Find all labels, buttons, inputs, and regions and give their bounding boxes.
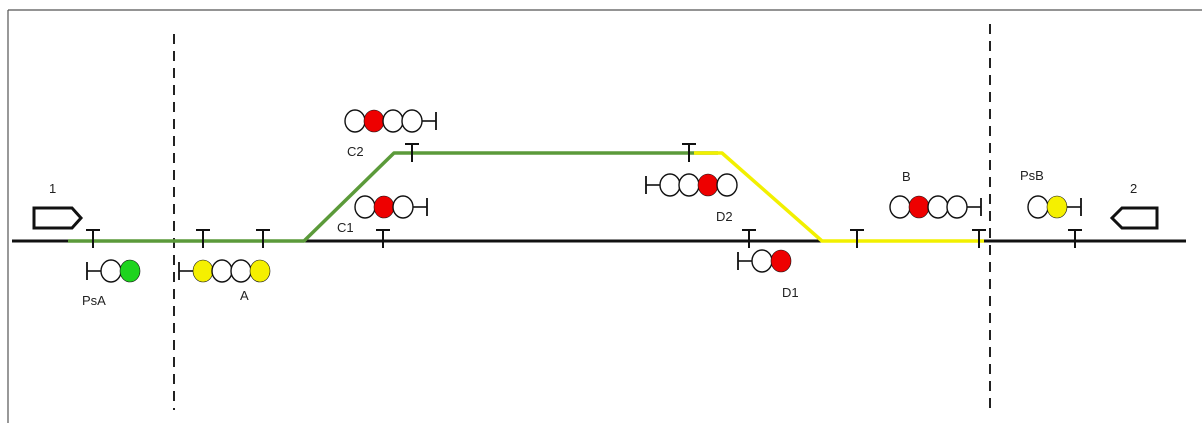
- track-label-right: 2: [1130, 181, 1137, 196]
- signal-label: A: [240, 288, 249, 303]
- station-boundary-lines: [173, 24, 991, 414]
- signal-lamp-off: [1027, 195, 1049, 219]
- signal-psa: PsA: [82, 259, 141, 308]
- signal-head: [645, 173, 738, 197]
- signal-lamp-off: [354, 195, 376, 219]
- signal-lamp-off: [659, 173, 681, 197]
- signal-lamp-green: [119, 259, 141, 283]
- signal-d1: D1: [737, 249, 799, 300]
- signal-d2: D2: [645, 173, 738, 224]
- signal-post: [645, 176, 660, 194]
- signal-head: [737, 249, 792, 273]
- joint-marker: [972, 229, 986, 248]
- direction-arrow-left-icon: [1109, 206, 1159, 230]
- signal-lamp-red: [373, 195, 395, 219]
- joint-marker: [682, 143, 696, 162]
- signal-lamp-red: [363, 109, 385, 133]
- joint-marker: [256, 229, 270, 248]
- joint-marker: [405, 143, 419, 162]
- signal-post: [422, 112, 437, 130]
- signal-psb: PsB: [1020, 168, 1082, 219]
- signal-head: [354, 195, 428, 219]
- signal-head: [344, 109, 437, 133]
- signal-lamp-off: [230, 259, 252, 283]
- signal-lamp-off: [401, 109, 423, 133]
- joint-marker: [196, 229, 210, 248]
- signal-lamp-off: [211, 259, 233, 283]
- signal-label: D1: [782, 285, 799, 300]
- signal-post: [967, 198, 982, 216]
- signal-lamp-red: [697, 173, 719, 197]
- signal-lamp-yellow: [1046, 195, 1068, 219]
- signal-head: [86, 259, 141, 283]
- signal-lamp-off: [678, 173, 700, 197]
- signal-lamp-off: [716, 173, 738, 197]
- signal-post: [413, 198, 428, 216]
- signal-lamp-off: [344, 109, 366, 133]
- signal-c2: C2: [344, 109, 437, 159]
- signal-lamp-yellow: [192, 259, 214, 283]
- yellow-route: [694, 151, 984, 243]
- signal-post: [1067, 198, 1082, 216]
- signal-lamp-off: [382, 109, 404, 133]
- signal-label: C2: [347, 144, 364, 159]
- frame: [7, 9, 1202, 423]
- signal-label: B: [902, 169, 911, 184]
- track-joints: [86, 143, 1082, 248]
- signal-b: B: [889, 169, 982, 219]
- signal-label: D2: [716, 209, 733, 224]
- signal-lamp-red: [908, 195, 930, 219]
- signal-lamp-off: [751, 249, 773, 273]
- signal-lamp-off: [927, 195, 949, 219]
- direction-arrow-right-icon: [32, 206, 84, 230]
- signal-lamp-yellow: [249, 259, 271, 283]
- signal-label: C1: [337, 220, 354, 235]
- signal-head: [178, 259, 271, 283]
- signal-post: [737, 252, 752, 270]
- signal-head: [1027, 195, 1082, 219]
- joint-marker: [376, 229, 390, 248]
- signal-lamp-off: [392, 195, 414, 219]
- joint-marker: [742, 229, 756, 248]
- signal-label: PsA: [82, 293, 106, 308]
- signal-lamp-off: [100, 259, 122, 283]
- track-label-left: 1: [49, 181, 56, 196]
- signal-lamp-off: [946, 195, 968, 219]
- joint-marker: [1068, 229, 1082, 248]
- signal-a: A: [178, 259, 271, 303]
- signal-lamp-off: [889, 195, 911, 219]
- joint-marker: [850, 229, 864, 248]
- signal-post: [86, 262, 101, 280]
- joint-marker: [86, 229, 100, 248]
- signal-label: PsB: [1020, 168, 1044, 183]
- signal-lamp-red: [770, 249, 792, 273]
- green-route: [68, 151, 718, 243]
- signal-post: [178, 262, 193, 280]
- signal-c1: C1: [337, 195, 428, 235]
- signal-head: [889, 195, 982, 219]
